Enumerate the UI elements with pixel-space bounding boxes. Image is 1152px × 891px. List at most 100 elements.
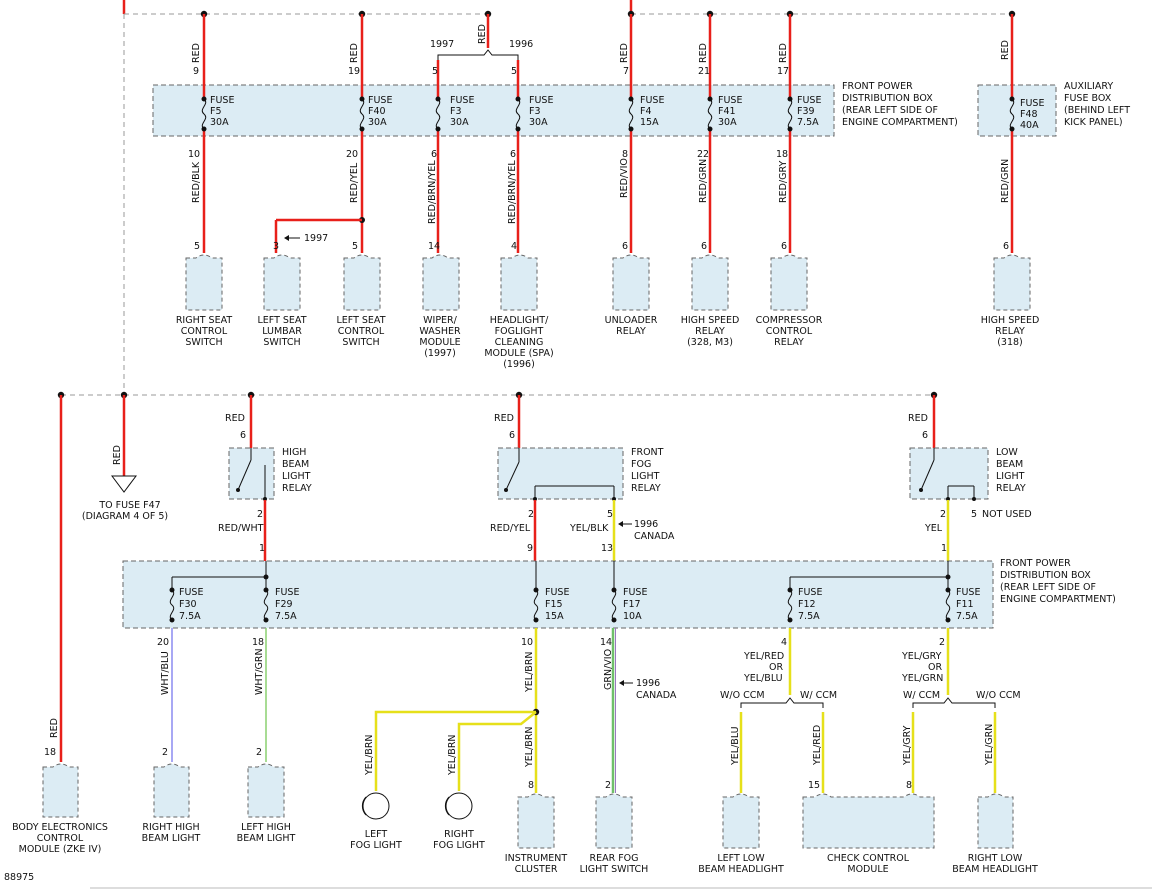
svg-text:LOW: LOW [996, 447, 1018, 458]
fuse-amps: 30A [450, 117, 469, 128]
fuse-word: FUSE [450, 95, 474, 106]
svg-text:INSTRUMENT: INSTRUMENT [505, 853, 568, 864]
pin-label: 10 [188, 149, 200, 160]
fuse-word: FUSE [797, 95, 821, 106]
fuse-amps: 30A [210, 117, 229, 128]
wire-label: RED [349, 43, 360, 63]
svg-text:13: 13 [601, 543, 613, 554]
fuse-amps: 15A [640, 117, 659, 128]
svg-text:6: 6 [622, 241, 628, 252]
svg-text:3: 3 [273, 241, 279, 252]
instrument-cluster: YEL/BRN 8 INSTRUMENT CLUSTER [505, 726, 568, 875]
svg-text:CONTROL: CONTROL [766, 326, 813, 337]
svg-text:YEL/GRY: YEL/GRY [901, 651, 942, 662]
fuse-amps: 7.5A [797, 117, 819, 128]
svg-text:FOG LIGHT: FOG LIGHT [350, 840, 402, 851]
pin-label: 17 [777, 66, 789, 77]
pin-label: 22 [697, 149, 709, 160]
right-fog-light: YEL/BRN RIGHT FOG LIGHT [433, 734, 485, 851]
fuse-f41: RED 21 22 RED/GRN FUSE F41 30A [697, 14, 742, 253]
fuse-word: FUSE [718, 95, 742, 106]
fuse-f11: FUSE F11 7.5A [945, 587, 980, 623]
svg-text:CANADA: CANADA [636, 690, 677, 701]
svg-text:CLEANING: CLEANING [495, 337, 544, 348]
svg-text:F11: F11 [956, 599, 974, 610]
svg-text:LIGHT: LIGHT [631, 471, 660, 482]
svg-text:DISTRIBUTION BOX: DISTRIBUTION BOX [1000, 570, 1091, 581]
left-seat-lumbar-switch: 3 LEFT SEAT LUMBAR SWITCH [257, 241, 306, 348]
left-low-beam-headlight: LEFT LOW BEAM HEADLIGHT [698, 793, 784, 875]
fuse-name: F41 [718, 106, 736, 117]
svg-text:RED: RED [494, 413, 514, 424]
fuse-f12-circuit: 4 YEL/RED OR YEL/BLU W/O CCM W/ CCM YEL/… [698, 628, 837, 875]
diagram-id: 88975 [4, 872, 34, 883]
svg-text:F15: F15 [545, 599, 563, 610]
svg-text:RED: RED [908, 413, 928, 424]
wire-label: RED/YEL [349, 162, 360, 203]
svg-text:BODY ELECTRONICS: BODY ELECTRONICS [12, 822, 108, 833]
unloader-relay: 6 UNLOADER RELAY [605, 241, 658, 337]
high-speed-relay-318: 6 HIGH SPEED RELAY (318) [981, 241, 1040, 348]
left-high-beam-light: 18 WHT/GRN 2 LEFT HIGH BEAM LIGHT [237, 628, 296, 844]
svg-text:FUSE: FUSE [956, 587, 980, 598]
svg-text:F29: F29 [275, 599, 293, 610]
wire-label: RED/BLK [191, 161, 202, 203]
top-fuse-box-title-3: (REAR LEFT SIDE OF [842, 105, 938, 116]
svg-text:(328, M3): (328, M3) [687, 337, 733, 348]
svg-text:YEL: YEL [924, 523, 943, 534]
svg-text:4: 4 [511, 241, 517, 252]
svg-text:YEL/RED: YEL/RED [812, 725, 823, 766]
svg-text:FUSE: FUSE [275, 587, 299, 598]
svg-text:LEFT LOW: LEFT LOW [717, 853, 765, 864]
svg-text:BEAM: BEAM [996, 459, 1023, 470]
svg-text:14: 14 [600, 637, 612, 648]
wire-label: RED [778, 43, 789, 63]
svg-text:W/ CCM: W/ CCM [800, 690, 837, 701]
fuse-name: F40 [368, 106, 386, 117]
svg-text:ENGINE COMPARTMENT): ENGINE COMPARTMENT) [1000, 594, 1116, 605]
aux-title-1: AUXILIARY [1064, 81, 1113, 92]
svg-text:FUSE: FUSE [545, 587, 569, 598]
wire-label: RED [191, 43, 202, 63]
svg-text:(318): (318) [997, 337, 1023, 348]
svg-text:(1996): (1996) [503, 359, 535, 370]
aux-fuse-box: AUXILIARY FUSE BOX (BEHIND LEFT KICK PAN… [977, 14, 1130, 253]
right-high-beam-light: 20 WHT/BLU 2 RIGHT HIGH BEAM LIGHT [142, 628, 201, 844]
svg-text:15A: 15A [545, 611, 564, 622]
svg-text:W/O CCM: W/O CCM [976, 690, 1021, 701]
svg-text:HEADLIGHT/: HEADLIGHT/ [490, 315, 549, 326]
svg-text:RIGHT SEAT: RIGHT SEAT [176, 315, 233, 326]
svg-text:FOG LIGHT: FOG LIGHT [433, 840, 485, 851]
svg-text:LUMBAR: LUMBAR [262, 326, 302, 337]
fuse-f3-pair: RED 1997 1996 5 6 RED/BRN/YEL FUSE F3 30… [427, 14, 553, 253]
svg-text:5: 5 [971, 509, 977, 520]
wire-label: RED [1000, 40, 1011, 60]
svg-text:YEL/BRN: YEL/BRN [364, 734, 375, 776]
svg-text:7.5A: 7.5A [275, 611, 297, 622]
headlight-foglight-cleaning-module: 4 HEADLIGHT/ FOGLIGHT CLEANING MODULE (S… [484, 241, 553, 370]
svg-text:CANADA: CANADA [634, 531, 675, 542]
svg-text:SWITCH: SWITCH [185, 337, 222, 348]
fuse-name: F5 [210, 106, 222, 117]
fuse-f5: RED 9 10 RED/BLK FUSE F5 30A [188, 14, 234, 253]
left-fog-light: YEL/BRN LEFT FOG LIGHT [350, 734, 402, 851]
svg-text:18: 18 [44, 747, 56, 758]
svg-text:HIGH SPEED: HIGH SPEED [981, 315, 1040, 326]
svg-text:YEL/BLK: YEL/BLK [569, 523, 609, 534]
svg-text:RELAY: RELAY [695, 326, 725, 337]
svg-text:CLUSTER: CLUSTER [515, 864, 558, 875]
svg-text:6: 6 [781, 241, 787, 252]
fuse-f17: FUSE F17 10A [611, 587, 647, 623]
fuse-f11-circuit: 2 YEL/GRY OR YEL/GRN W/ CCM W/O CCM YEL/… [901, 628, 1038, 875]
svg-text:MODULE (SPA): MODULE (SPA) [484, 348, 553, 359]
svg-text:RELAY: RELAY [616, 326, 646, 337]
fuse-name: F48 [1020, 109, 1038, 120]
wire-label: RED/BRN/YEL [507, 160, 518, 224]
svg-text:1: 1 [259, 543, 265, 554]
pin-label: 20 [346, 149, 358, 160]
svg-text:FRONT POWER: FRONT POWER [1000, 558, 1071, 569]
svg-text:RELAY: RELAY [282, 483, 312, 494]
svg-text:2: 2 [528, 509, 534, 520]
svg-text:OR: OR [769, 662, 783, 673]
